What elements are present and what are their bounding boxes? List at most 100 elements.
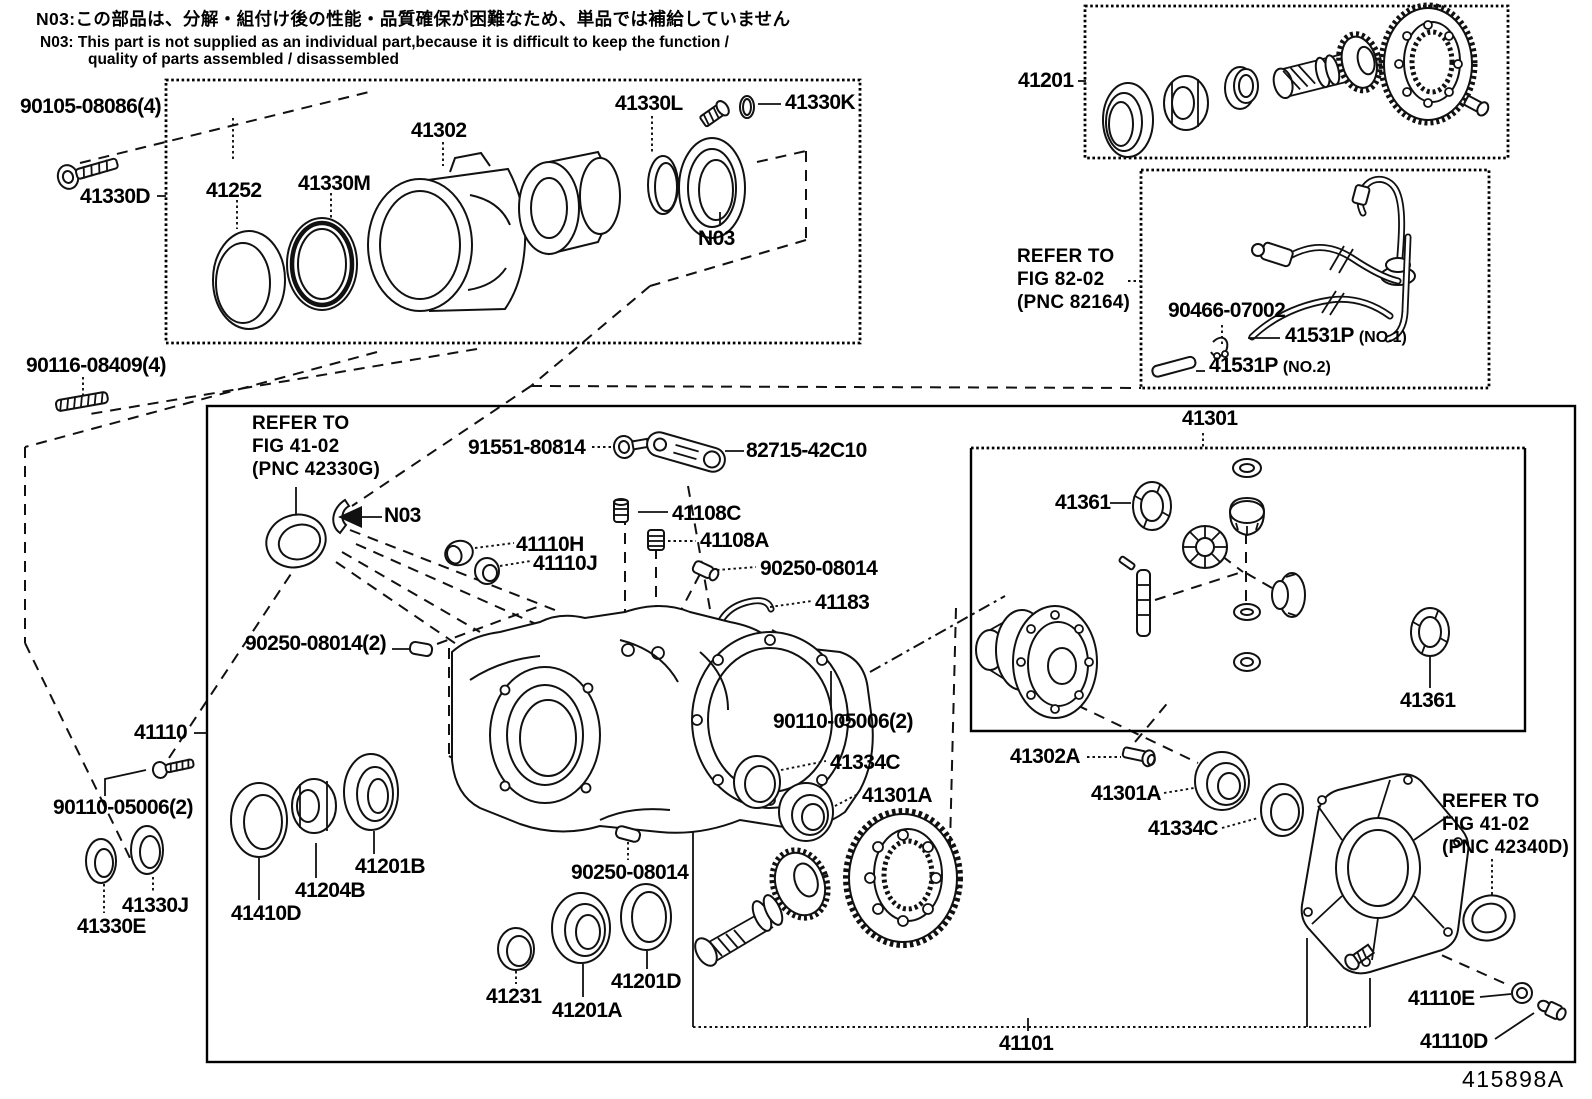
refer-note-fig41-02-42330g: REFER TO FIG 41-02 (PNC 42330G) (252, 412, 380, 481)
part-label-41101[interactable]: 41101 (999, 1032, 1054, 1055)
box-41301 (969, 448, 1527, 733)
part-label-41531p-2-num: 41531P (1209, 354, 1278, 377)
refer-line-1: REFER TO (1017, 246, 1115, 267)
part-label-41330l[interactable]: 41330L (615, 92, 683, 115)
part-label-41410d[interactable]: 41410D (231, 902, 302, 925)
part-drawing-breather-hoses (1151, 175, 1416, 378)
part-label-90110-05006-2[interactable]: 90110-05006(2) (773, 710, 914, 733)
part-label-41201d[interactable]: 41201D (611, 970, 682, 993)
part-label-n03-2[interactable]: N03 (384, 504, 421, 527)
part-label-41183[interactable]: 41183 (815, 591, 870, 614)
box-breather-hose (1139, 168, 1491, 390)
part-drawing-housing-41110 (451, 605, 874, 834)
refer-line-2: FIG 41-02 (252, 436, 340, 457)
part-label-41330m[interactable]: 41330M (298, 172, 371, 195)
part-label-41110j[interactable]: 41110J (533, 552, 598, 575)
part-label-90250-08014-1[interactable]: 90250-08014 (760, 557, 878, 580)
part-label-90110-05006-1[interactable]: 90110-05006(2) (53, 796, 194, 819)
part-drawing-oring-41330k (739, 95, 755, 119)
part-drawing-oil-seal-n03 (678, 137, 746, 239)
part-drawing-seal-42340d (1462, 894, 1516, 942)
note-line-japanese: N03:この部品は、分解・組付け後の性能・品質確保が困難なため、単品では補給して… (36, 9, 791, 29)
part-drawing-bolt-top (699, 100, 730, 128)
part-drawing-bearing-41301a-1 (778, 782, 834, 842)
part-drawing-dowel-90250-2 (614, 825, 642, 843)
part-drawing-seal-41252 (212, 230, 286, 330)
part-label-41334c-1[interactable]: 41334C (830, 751, 901, 774)
part-label-41302[interactable]: 41302 (411, 119, 467, 142)
part-label-41330d[interactable]: 41330D (80, 185, 151, 208)
part-label-41301a-1[interactable]: 41301A (862, 784, 933, 807)
note-line-english-2: quality of parts assembled / disassemble… (88, 51, 399, 68)
refer-line-3: (PNC 82164) (1017, 292, 1131, 313)
part-label-41108c[interactable]: 41108C (672, 502, 741, 525)
part-label-41201[interactable]: 41201 (1018, 69, 1074, 92)
part-label-90105-08086[interactable]: 90105-08086(4) (20, 95, 162, 118)
part-drawing-diff-case (975, 605, 1098, 719)
part-label-41231[interactable]: 41231 (486, 985, 542, 1008)
part-label-41201a[interactable]: 41201A (552, 999, 623, 1022)
part-drawing-link-82715 (646, 431, 726, 473)
part-label-41301[interactable]: 41301 (1182, 407, 1238, 430)
refer-line-3: (PNC 42340D) (1442, 837, 1570, 858)
part-label-41330j[interactable]: 41330J (122, 894, 189, 917)
part-label-41201b[interactable]: 41201B (355, 855, 426, 878)
part-label-41110e[interactable]: 41110E (1408, 987, 1475, 1010)
part-label-90116-08409[interactable]: 90116-08409(4) (26, 354, 167, 377)
n03-arrow (338, 506, 382, 528)
part-drawing-washer-41361-1 (1132, 481, 1172, 531)
part-label-41302a[interactable]: 41302A (1010, 745, 1081, 768)
part-drawing-dowel-90250x2 (408, 640, 434, 658)
part-drawing-plug-41108c (613, 498, 629, 523)
part-label-41361-2[interactable]: 41361 (1400, 689, 1456, 712)
part-drawing-plug-41108a (647, 529, 665, 551)
part-label-41110h[interactable]: 41110H (516, 533, 584, 556)
part-label-41330k[interactable]: 41330K (785, 91, 856, 114)
part-label-n03-1[interactable]: N03 (698, 227, 735, 250)
part-drawing-seal-41410d (230, 782, 288, 858)
part-label-91551-80814[interactable]: 91551-80814 (468, 436, 586, 459)
part-label-90250-08014x2[interactable]: 90250-08014(2) (245, 632, 387, 655)
part-label-90466-07002[interactable]: 90466-07002 (1168, 299, 1286, 322)
part-label-41110d[interactable]: 41110D (1420, 1030, 1488, 1053)
part-label-41252[interactable]: 41252 (206, 179, 262, 202)
refer-line-1: REFER TO (1442, 791, 1540, 812)
refer-line-2: FIG 82-02 (1017, 269, 1105, 290)
part-label-41531p-no2[interactable]: 41531P(NO.2) (1209, 355, 1331, 376)
part-drawing-ring-41334c-1 (733, 755, 781, 809)
refer-line-1: REFER TO (252, 413, 350, 434)
part-label-41110[interactable]: 41110 (134, 721, 188, 744)
part-drawing-ring-41330m (286, 217, 358, 311)
part-label-41108a[interactable]: 41108A (700, 529, 769, 552)
part-label-41330e[interactable]: 41330E (77, 915, 146, 938)
part-label-41531p-1-suffix: (NO.1) (1358, 329, 1407, 346)
part-drawing-ring-41334c-2 (1260, 783, 1304, 837)
part-label-41531p-no1[interactable]: 41531P(NO.1) (1285, 325, 1407, 346)
part-drawing-side-gear-set (1228, 458, 1306, 672)
refer-note-fig41-02-42340d: REFER TO FIG 41-02 (PNC 42340D) (1442, 790, 1569, 859)
part-drawing-drive-pinion (694, 847, 831, 967)
part-drawing-ring-41330e (85, 838, 117, 884)
part-drawing-bearing-41201a (551, 892, 611, 964)
part-label-41531p-1-num: 41531P (1285, 324, 1354, 347)
part-drawing-bolt-90250-a (691, 560, 720, 582)
part-drawing-41201-group (1102, 2, 1490, 158)
part-label-82715-42c10[interactable]: 82715-42C10 (746, 439, 867, 462)
part-label-90250-08014-2[interactable]: 90250-08014 (571, 861, 689, 884)
part-drawing-rear-cover (1300, 773, 1470, 975)
part-drawing-ring-41330j (130, 825, 164, 875)
part-drawing-seal-41201d (620, 883, 672, 951)
part-drawing-washer-41361-2 (1410, 607, 1450, 657)
part-label-41361-1[interactable]: 41361 (1055, 491, 1111, 514)
part-drawing-stud-90116 (54, 391, 109, 412)
part-label-41204b[interactable]: 41204B (295, 879, 366, 902)
refer-line-3: (PNC 42330G) (252, 459, 381, 480)
box-41201 (1083, 4, 1510, 160)
part-label-41334c-2[interactable]: 41334C (1148, 817, 1219, 840)
figure-id: 415898A (1462, 1066, 1565, 1092)
part-drawing-bolt-90105 (56, 157, 119, 190)
part-drawing-bolt-91551 (612, 435, 650, 459)
part-label-41301a-2[interactable]: 41301A (1091, 782, 1162, 805)
